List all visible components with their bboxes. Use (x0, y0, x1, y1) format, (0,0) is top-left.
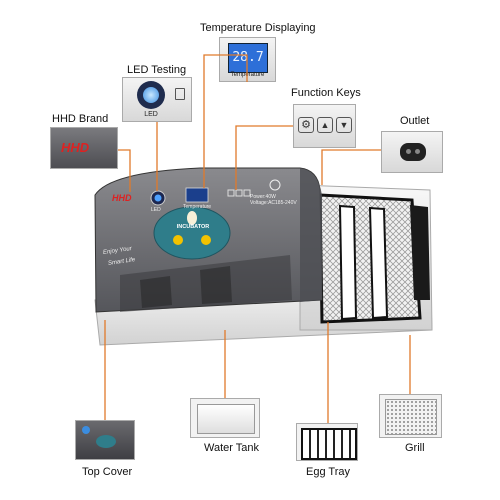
label-temperature-displaying: Temperature Displaying (200, 22, 316, 34)
led-button-icon (175, 88, 185, 100)
label-led-testing: LED Testing (127, 64, 187, 76)
badge-title: INCUBATOR (176, 224, 210, 230)
label-hhd-brand: HHD Brand (52, 113, 109, 125)
outlet-socket-icon (400, 143, 426, 161)
brand-logo: HHD (61, 140, 90, 155)
hood-brand-logo: HHD (112, 193, 132, 203)
mini-badge-icon (96, 435, 116, 448)
thumb-function-keys: ⚙ ▲ ▼ (293, 104, 356, 148)
led-ring (137, 81, 165, 109)
lcd-screen: 28.7 (228, 43, 268, 73)
thumb-hhd-brand: HHD (50, 127, 118, 169)
label-egg-tray: Egg Tray (306, 466, 351, 478)
egg-tray-drawer (318, 193, 430, 324)
led-light-icon (143, 87, 159, 103)
led-caption: LED (144, 111, 158, 118)
label-grill: Grill (405, 442, 425, 454)
thumb-grill (379, 394, 442, 438)
settings-key-icon: ⚙ (298, 117, 314, 133)
lcd-reading: 28.7 (232, 50, 264, 65)
power-line: Power:40W (250, 194, 276, 200)
thumb-top-cover (75, 420, 135, 460)
callout-connectors (104, 54, 411, 423)
label-water-tank: Water Tank (204, 442, 260, 454)
voltage-line: Voltage:AC185-240V (250, 200, 297, 206)
thumb-egg-tray (296, 423, 358, 461)
label-top-cover: Top Cover (82, 466, 133, 478)
panel-led-caption: LED (151, 207, 161, 213)
down-key-icon: ▼ (336, 117, 352, 133)
label-outlet: Outlet (400, 115, 430, 127)
thumb-outlet (381, 131, 443, 173)
thumb-led: LED (122, 77, 192, 122)
panel-display-caption: Temperature (183, 204, 212, 210)
label-function-keys: Function Keys (291, 87, 361, 99)
thumb-water-tank (190, 398, 260, 438)
up-key-icon: ▲ (317, 117, 333, 133)
panel-power-rating: Power:40W Voltage:AC185-240V (250, 194, 297, 206)
